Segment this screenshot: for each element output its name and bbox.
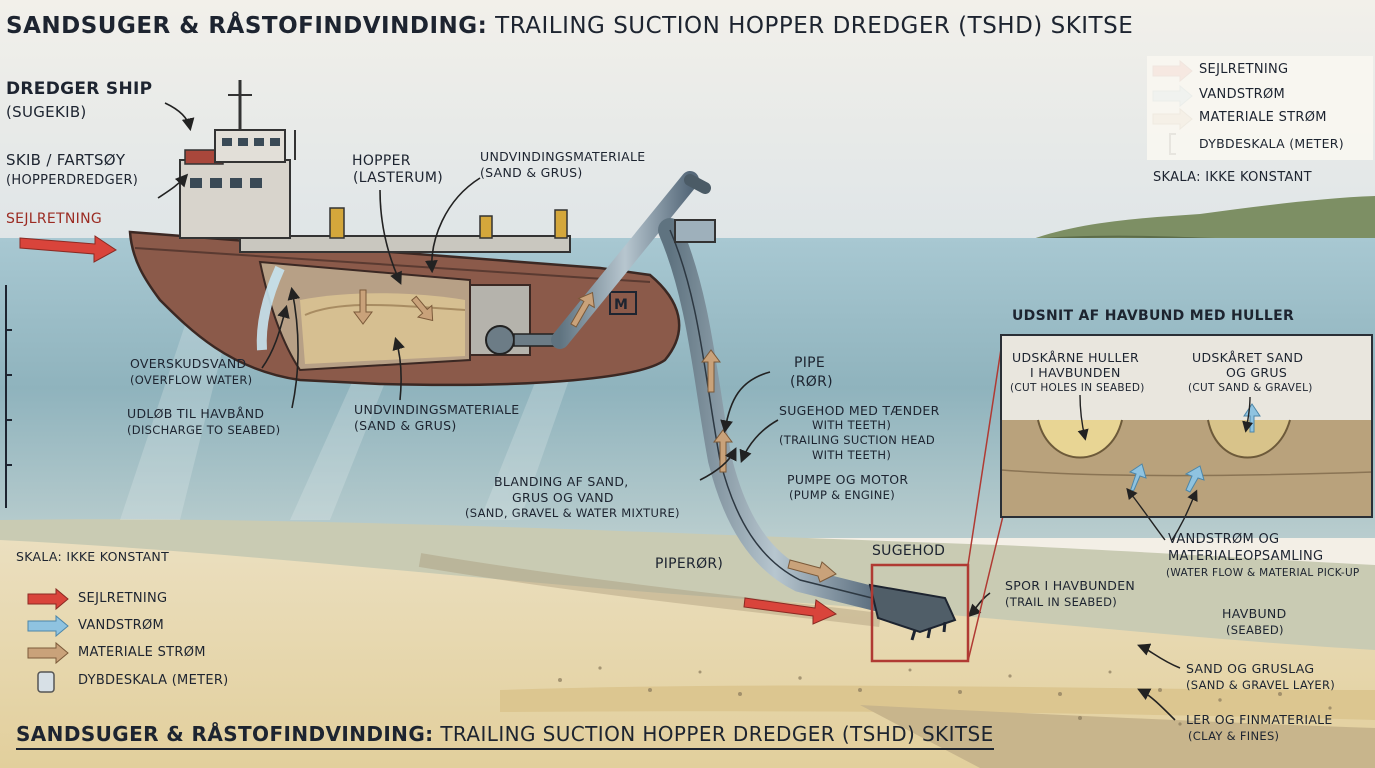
svg-text:M: M xyxy=(614,297,628,313)
seabed-cross-section-inset xyxy=(1001,336,1374,541)
bottom-title-bold: SANDSUGER & RÅSTOFINDVINDING: xyxy=(16,722,434,746)
label-seabed: (SEABED) xyxy=(1226,623,1284,637)
label-with-teeth-1: WITH TEETH) xyxy=(812,418,892,432)
depth-scale xyxy=(5,285,12,508)
legend-label: SEJLRETNING xyxy=(1199,62,1289,77)
label-skala-left: SKALA: IKKE KONSTANT xyxy=(16,549,170,564)
label-sugehod: SUGEHOD xyxy=(872,543,946,559)
label-pump-engine: (PUMP & ENGINE) xyxy=(789,488,896,502)
label-ror: (RØR) xyxy=(790,374,833,390)
label-hopperdredger: (HOPPERDREDGER) xyxy=(6,173,139,188)
label-sand-grus-low: (SAND & GRUS) xyxy=(354,418,457,433)
inset-holes-3: (CUT HOLES IN SEABED) xyxy=(1010,382,1145,394)
label-skala-right: SKALA: IKKE KONSTANT xyxy=(1153,170,1312,185)
inset-holes-1: UDSKÅRNE HULLER xyxy=(1012,350,1139,365)
label-piperor: PIPERØR) xyxy=(655,556,724,572)
sailing-arrows xyxy=(19,235,838,625)
inset-flow-1: VANDSTRØM OG xyxy=(1168,532,1280,547)
label-with-teeth-2: WITH TEETH) xyxy=(812,448,892,462)
legend-label: MATERIALE STRØM xyxy=(78,645,206,660)
inset-holes-2: I HAVBUNDEN xyxy=(1030,365,1121,380)
inset-frame xyxy=(1000,334,1373,518)
legend-label: VANDSTRØM xyxy=(78,618,165,633)
label-havbund: HAVBUND xyxy=(1222,606,1287,621)
inset-flow-2: MATERIALEOPSAMLING xyxy=(1168,549,1324,564)
label-hopper: HOPPER xyxy=(352,153,411,169)
label-lasterum: (LASTERUM) xyxy=(353,170,443,186)
label-sand-gravel-layer: (SAND & GRAVEL LAYER) xyxy=(1186,678,1336,692)
tan-arrow-icon xyxy=(27,641,69,665)
label-undvindingsmateriale-low: UNDVINDINGSMATERIALE xyxy=(354,402,520,417)
label-undvindingsmateriale-top: UNDVINDINGSMATERIALE xyxy=(480,149,646,164)
inset-cut-1: UDSKÅRET SAND xyxy=(1192,350,1304,365)
inset-cut-2: OG GRUS xyxy=(1226,365,1288,380)
label-sugekib: (SUGEKIB) xyxy=(6,103,87,121)
label-clay: (CLAY & FINES) xyxy=(1188,729,1280,743)
label-overflow-water: (OVERFLOW WATER) xyxy=(130,373,253,387)
label-overskudsvand: OVERSKUDSVAND xyxy=(130,356,247,371)
legend-bottom-left: SEJLRETNING VANDSTRØM MATERIALE STRØM DY… xyxy=(26,588,266,698)
label-dredger-ship: DREDGER SHIP xyxy=(6,79,153,99)
label-blanding-2: GRUS OG VAND xyxy=(512,490,614,505)
inset-cut-3: (CUT SAND & GRAVEL) xyxy=(1188,382,1313,394)
title-bold: SANDSUGER & RÅSTOFINDVINDING: xyxy=(6,13,488,39)
legend-label: SEJLRETNING xyxy=(78,591,168,606)
label-sand-gruslag: SAND OG GRUSLAG xyxy=(1186,661,1315,676)
inset-title: UDSNIT AF HAVBUND MED HULLER xyxy=(1012,308,1295,324)
legend-label: VANDSTRØM xyxy=(1199,87,1286,102)
bottom-title-rest: TRAILING SUCTION HOPPER DREDGER (TSHD) S… xyxy=(440,722,994,746)
legend-top-right: SEJLRETNING VANDSTRØM MATERIALE STRØM DY… xyxy=(1147,56,1373,160)
label-sejlretning-ship: SEJLRETNING xyxy=(6,211,103,227)
blue-arrow-icon xyxy=(27,614,69,638)
legend-label: DYBDESKALA (METER) xyxy=(78,673,229,688)
material-flow-arrows xyxy=(353,289,837,583)
page-title: SANDSUGER & RÅSTOFINDVINDING: TRAILING S… xyxy=(6,13,1133,39)
red-arrow-icon xyxy=(27,587,69,611)
label-trail: (TRAIL IN SEABED) xyxy=(1005,595,1118,609)
label-blanding-3: (SAND, GRAVEL & WATER MIXTURE) xyxy=(465,506,680,520)
label-ler: LER OG FINMATERIALE xyxy=(1186,712,1333,727)
title-rest: TRAILING SUCTION HOPPER DREDGER (TSHD) S… xyxy=(495,13,1134,39)
legend-label: MATERIALE STRØM xyxy=(1199,110,1327,125)
label-pipe: PIPE xyxy=(794,355,826,371)
label-skib: SKIB / FARTSØY xyxy=(6,151,126,169)
label-spor: SPOR I HAVBUNDEN xyxy=(1005,578,1136,593)
label-sand-grus-top: (SAND & GRUS) xyxy=(480,165,583,180)
label-trailing-head: (TRAILING SUCTION HEAD xyxy=(779,433,935,447)
label-udlob: UDLØB TIL HAVBÅND xyxy=(127,406,265,421)
label-blanding-1: BLANDING AF SAND, xyxy=(494,474,629,489)
depth-box-icon xyxy=(37,671,55,693)
label-sugehod-taender: SUGEHOD MED TÆNDER xyxy=(779,403,940,418)
legend-bottom-left-icons xyxy=(27,587,69,693)
inset-flow-3: (WATER FLOW & MATERIAL PICK-UP xyxy=(1166,567,1360,579)
label-pumpe: PUMPE OG MOTOR xyxy=(787,472,909,487)
legend-label: DYBDESKALA (METER) xyxy=(1199,136,1344,151)
label-discharge: (DISCHARGE TO SEABED) xyxy=(127,423,281,437)
bottom-title: SANDSUGER & RÅSTOFINDVINDING: TRAILING S… xyxy=(16,722,994,750)
